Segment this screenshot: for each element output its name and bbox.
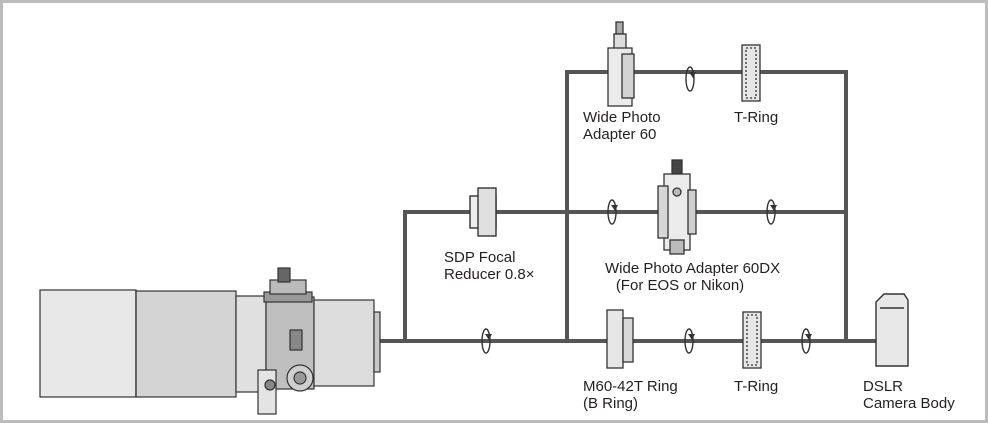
- label-wide-photo-adapter-60dx: Wide Photo Adapter 60DX (For EOS or Niko…: [605, 260, 781, 294]
- t-ring-bottom-icon: [742, 311, 762, 369]
- m60-42t-ring-icon: [606, 309, 634, 369]
- label-wide-photo-adapter-60: Wide Photo Adapter 60: [583, 109, 661, 143]
- telescope-icon: [39, 267, 381, 415]
- t-ring-top-icon: [741, 44, 761, 102]
- focal-reducer-icon: [469, 187, 497, 237]
- label-m60-42t-ring: M60-42T Ring (B Ring): [583, 378, 678, 412]
- wide-photo-adapter-60dx-icon: [657, 159, 697, 255]
- dslr-camera-icon: [875, 293, 909, 367]
- label-t-ring-top: T-Ring: [734, 109, 779, 126]
- label-dslr-camera-body: DSLR Camera Body: [863, 378, 955, 412]
- wide-photo-adapter-60-icon: [607, 21, 635, 107]
- label-t-ring-bottom: T-Ring: [734, 378, 779, 395]
- label-sdp-focal-reducer: SDP Focal Reducer 0.8×: [444, 249, 535, 283]
